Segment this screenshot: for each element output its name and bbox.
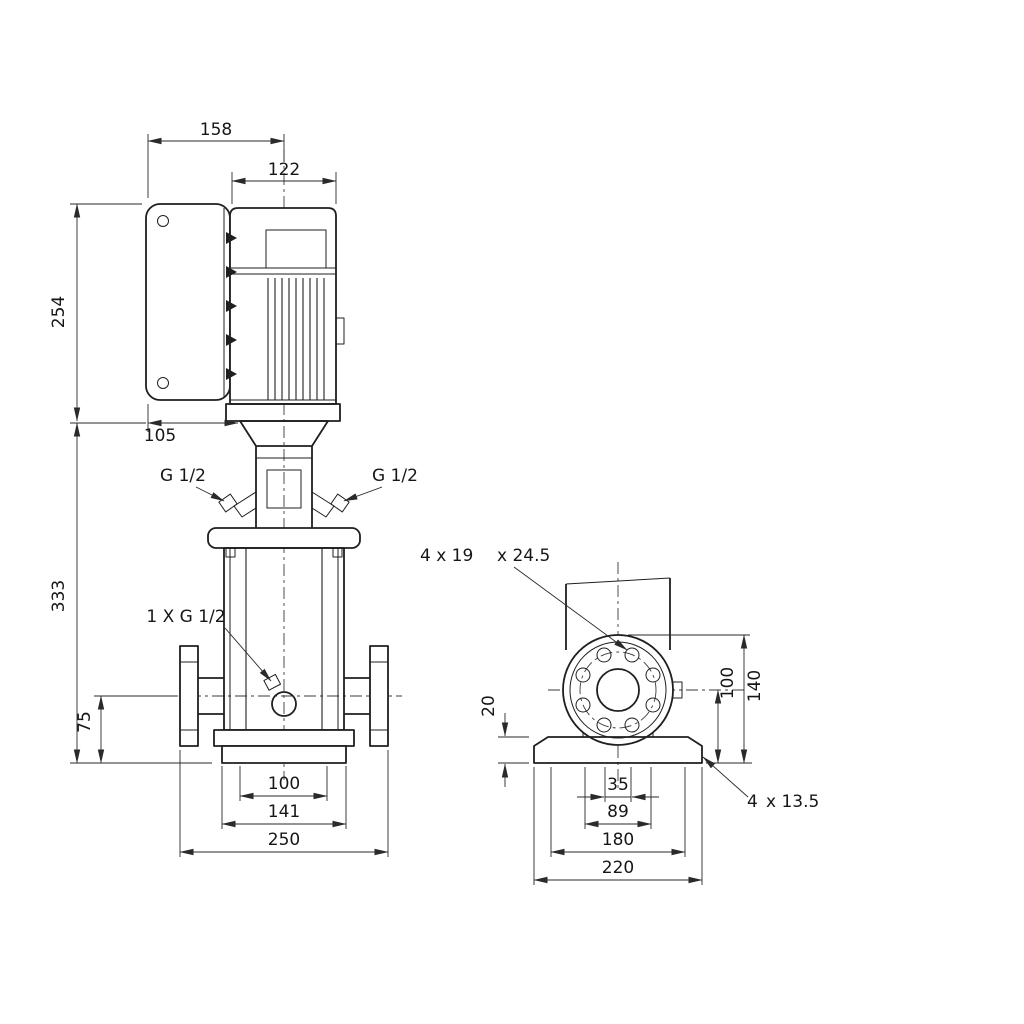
dim-label-75: 75 bbox=[75, 711, 95, 733]
head-flange bbox=[207, 527, 361, 549]
dim-220: 220 bbox=[533, 767, 703, 885]
dim-89: 89 bbox=[584, 767, 652, 829]
end-view: 20 100 140 35 89 bbox=[420, 546, 819, 885]
motor-flange bbox=[225, 403, 341, 422]
leader-base-holes bbox=[702, 756, 749, 798]
dim-105: 105 bbox=[144, 404, 239, 446]
dim-label-250: 250 bbox=[268, 830, 300, 850]
bolt-holes bbox=[575, 647, 661, 733]
note-base-holes-qty: 4 bbox=[747, 792, 758, 812]
drain-plug bbox=[263, 673, 282, 691]
end-body bbox=[533, 577, 703, 764]
left-flange bbox=[179, 645, 199, 747]
base-hole-note: 4 x 13.5 bbox=[702, 756, 819, 812]
port-flanges bbox=[179, 645, 389, 747]
dim-100-front: 100 bbox=[239, 766, 328, 801]
box-screw-top bbox=[157, 215, 169, 227]
front-view: 158 122 254 105 333 bbox=[49, 120, 418, 857]
box-clips bbox=[226, 232, 237, 380]
base-lower-plate bbox=[221, 745, 347, 764]
leader-g12-left bbox=[195, 486, 225, 502]
control-box bbox=[145, 203, 231, 401]
break-line bbox=[565, 577, 671, 585]
control-box-outline bbox=[145, 203, 231, 401]
dim-label-89: 89 bbox=[607, 802, 629, 822]
coupling-window bbox=[266, 469, 302, 509]
dim-label-140: 140 bbox=[745, 670, 765, 702]
dim-label-333: 333 bbox=[49, 580, 69, 612]
label-g12-right: G 1/2 bbox=[372, 466, 418, 486]
right-port-plug bbox=[330, 493, 350, 513]
bolt-circle bbox=[579, 651, 657, 729]
dim-label-158: 158 bbox=[200, 120, 232, 140]
dim-label-35: 35 bbox=[607, 775, 629, 795]
dim-141: 141 bbox=[221, 766, 347, 829]
dim-label-254: 254 bbox=[49, 296, 69, 328]
left-port-boss bbox=[233, 491, 257, 518]
dim-label-100-end: 100 bbox=[718, 667, 738, 699]
base-front bbox=[213, 729, 355, 764]
dim-254: 254 bbox=[49, 203, 146, 424]
gauge-tab bbox=[672, 681, 683, 699]
front-centerlines bbox=[166, 150, 402, 780]
dim-333: 333 bbox=[49, 422, 212, 764]
dim-label-122: 122 bbox=[268, 160, 300, 180]
leader-g12-right bbox=[343, 486, 383, 502]
pump-head bbox=[207, 446, 361, 549]
dim-label-180: 180 bbox=[602, 830, 634, 850]
dim-label-20: 20 bbox=[479, 695, 499, 717]
base-end-outline bbox=[533, 736, 703, 764]
base-upper-plate bbox=[213, 729, 355, 747]
dim-label-141: 141 bbox=[268, 802, 300, 822]
port-labels: G 1/2 G 1/2 1 X G 1/2 bbox=[146, 466, 418, 682]
dim-180: 180 bbox=[550, 767, 686, 857]
motor-outline bbox=[229, 207, 337, 405]
dim-75: 75 bbox=[75, 695, 176, 764]
flange-outer-circle bbox=[562, 634, 674, 746]
dim-158: 158 bbox=[147, 120, 285, 198]
dim-label-220: 220 bbox=[602, 858, 634, 878]
dim-122: 122 bbox=[231, 160, 337, 204]
dim-35: 35 bbox=[577, 767, 659, 802]
dim-20: 20 bbox=[479, 695, 529, 787]
note-base-holes-size: x 13.5 bbox=[766, 792, 819, 812]
box-screw-bottom bbox=[157, 377, 169, 389]
staybolt-nut-left bbox=[225, 547, 236, 558]
motor-bracket bbox=[335, 317, 345, 345]
staybolt-nut-right bbox=[332, 547, 343, 558]
dim-250: 250 bbox=[179, 750, 389, 857]
label-g12-left: G 1/2 bbox=[160, 466, 206, 486]
dim-label-100-front: 100 bbox=[268, 774, 300, 794]
right-port-boss bbox=[311, 491, 335, 518]
motor-fins bbox=[230, 278, 336, 401]
flange-bore bbox=[596, 668, 640, 712]
leader-drain bbox=[224, 627, 272, 682]
left-port-plug bbox=[218, 493, 238, 513]
motor bbox=[225, 207, 345, 447]
leader-flange-holes bbox=[513, 566, 628, 651]
label-drain: 1 X G 1/2 bbox=[146, 607, 225, 627]
terminal-box bbox=[265, 229, 327, 269]
dim-140: 140 bbox=[628, 634, 765, 764]
dim-label-105: 105 bbox=[144, 426, 176, 446]
right-flange bbox=[369, 645, 389, 747]
note-flange-holes-depth: x 24.5 bbox=[497, 546, 550, 566]
drain-boss bbox=[271, 691, 297, 717]
note-flange-holes-qty: 4 x 19 bbox=[420, 546, 473, 566]
flange-hole-note: 4 x 19 x 24.5 bbox=[420, 546, 628, 651]
